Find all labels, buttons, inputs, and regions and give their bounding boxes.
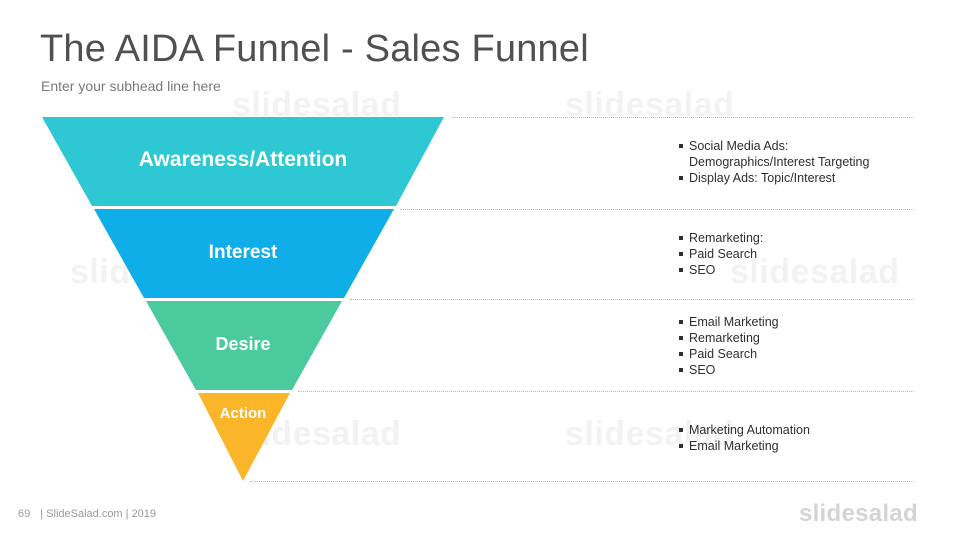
bullet-item: Display Ads: Topic/Interest	[679, 170, 869, 186]
watermark: slidesalad	[565, 415, 735, 453]
bullet-text: Remarketing	[689, 331, 760, 345]
divider-line	[250, 481, 914, 482]
stage-label-awareness: Awareness/Attention	[138, 148, 348, 171]
stage-label-desire: Desire	[215, 334, 271, 354]
bullet-marker-icon	[679, 268, 683, 272]
slide-subhead: Enter your subhead line here	[41, 78, 221, 94]
slide-title: The AIDA Funnel - Sales Funnel	[40, 28, 589, 70]
bullet-text: SEO	[689, 263, 716, 277]
bullet-marker-icon	[679, 320, 683, 324]
funnel-segment-action	[198, 393, 290, 481]
bullet-marker-icon	[679, 444, 683, 448]
bullet-text: Paid Search	[689, 247, 758, 261]
divider-line	[350, 299, 914, 300]
watermark: slidesalad	[730, 253, 900, 291]
brand-logo: slidesalad	[798, 500, 918, 527]
divider-line	[298, 391, 914, 392]
bullet-marker-icon	[679, 252, 683, 256]
bullet-text: Paid Search	[689, 347, 758, 361]
stage-label-interest: Interest	[208, 242, 278, 263]
bullet-marker-icon	[679, 336, 683, 340]
bullet-marker-icon	[679, 144, 683, 148]
bullet-text: Demographics/Interest Targeting	[689, 155, 870, 169]
bullet-list-awareness: Social Media Ads: Demographics/Interest T…	[679, 138, 869, 186]
bullet-item: Social Media Ads:	[679, 138, 869, 154]
bullet-item: Email Marketing	[679, 438, 810, 454]
bullet-marker-icon	[679, 352, 683, 356]
bullet-text: Social Media Ads:	[689, 139, 789, 153]
bullet-item: Remarketing:	[679, 230, 763, 246]
bullet-item: Paid Search	[679, 246, 763, 262]
bullet-item: SEO	[679, 262, 763, 278]
divider-line	[400, 209, 914, 210]
page-number: 69	[18, 508, 31, 520]
stage-label-action: Action	[219, 405, 267, 422]
divider-line	[452, 117, 914, 118]
bullet-text: Remarketing:	[689, 231, 764, 245]
bullet-item: Remarketing	[679, 330, 779, 346]
bullet-item: Demographics/Interest Targeting	[679, 154, 869, 170]
bullet-text: SEO	[689, 363, 716, 377]
bullet-item: Email Marketing	[679, 314, 779, 330]
bullet-text: Email Marketing	[689, 315, 779, 329]
bullet-item: Paid Search	[679, 346, 779, 362]
funnel-segment-desire	[146, 301, 342, 390]
footer-text: | SlideSalad.com | 2019	[40, 508, 157, 520]
bullet-marker-icon	[679, 428, 683, 432]
funnel-segment-awareness	[42, 117, 444, 206]
bullet-marker-icon	[679, 236, 683, 240]
footer: 69 | SlideSalad.com | 2019	[18, 508, 156, 520]
bullet-text: Email Marketing	[689, 439, 779, 453]
bullet-text: Marketing Automation	[689, 423, 810, 437]
bullet-text: Display Ads: Topic/Interest	[689, 171, 836, 185]
bullet-marker-icon	[679, 176, 683, 180]
bullet-item: Marketing Automation	[679, 422, 810, 438]
bullet-item: SEO	[679, 362, 779, 378]
funnel-segment-interest	[94, 209, 394, 298]
bullet-marker-icon	[679, 368, 683, 372]
